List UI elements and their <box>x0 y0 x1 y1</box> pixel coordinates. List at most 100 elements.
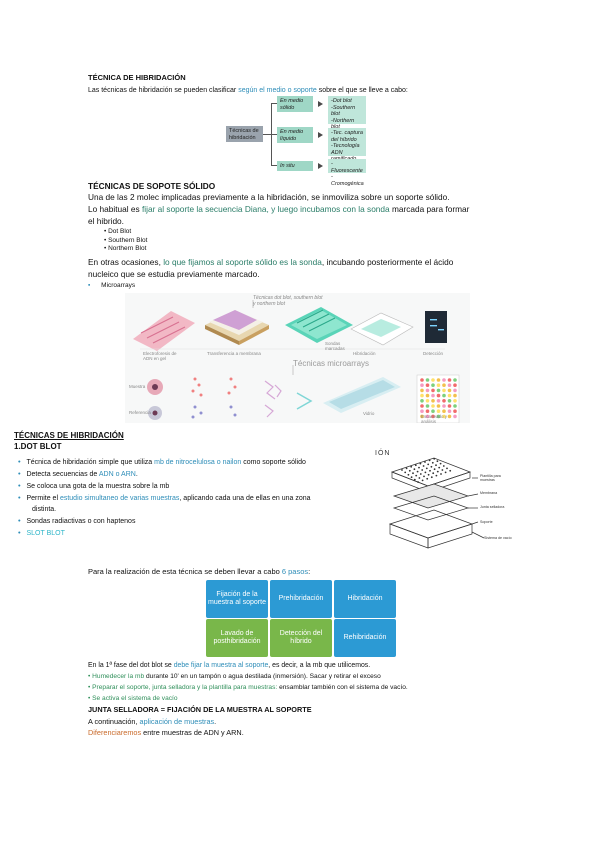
techniques-figure: Técnicas dot blot, southern blot y north… <box>125 293 470 424</box>
techniques-illustration <box>125 293 470 424</box>
result-insitu-box: -Fluorescente -Cromogénica <box>328 159 366 187</box>
label-junta: Junta selladora <box>480 505 505 509</box>
continuation-line: A continuación, aplicación de muestras. <box>88 717 217 726</box>
microarray-spot <box>436 414 441 419</box>
root-box: Técnicas de hibridación <box>226 126 263 142</box>
plate-well <box>422 465 425 467</box>
phase-bullet3: • Se activa el sistema de vacío <box>88 695 178 702</box>
plate-well <box>446 467 448 470</box>
microarray-spot <box>420 393 424 398</box>
plate-well <box>410 476 413 479</box>
arrow-icon <box>318 132 323 138</box>
plate-well <box>421 469 424 471</box>
figure-top-caption: Técnicas dot blot, southern blot y north… <box>253 295 323 307</box>
label-slide: Vidrio <box>363 411 375 416</box>
list-item: • Permite el estudio simultaneo de varia… <box>18 493 311 502</box>
plate-well <box>431 461 434 464</box>
microarray-spots <box>420 378 457 419</box>
microarray-spot <box>436 393 441 398</box>
list-item: • Dot Blot <box>104 228 132 235</box>
microarray-spot <box>420 383 424 387</box>
microarray-spot <box>442 409 446 413</box>
microarray-spot <box>431 404 435 408</box>
dotblot-list: • Técnica de hibridación simple que util… <box>18 456 311 539</box>
label-sample: Muestra <box>129 384 146 389</box>
plate-well <box>421 479 424 482</box>
plate-well <box>433 457 436 460</box>
microarray-spot <box>431 383 435 387</box>
plate-well <box>444 471 447 474</box>
label-ref: Referencia <box>129 410 151 415</box>
plate-well <box>413 478 416 481</box>
label-electro: Electroforesis de ADN en gel <box>143 351 177 361</box>
microarray-spot <box>453 378 457 382</box>
plate-well <box>425 467 428 470</box>
step-prehibridacion: Prehibridación <box>270 580 332 618</box>
plate-well <box>413 468 416 471</box>
steps-intro: Para la realización de esta técnica se d… <box>88 567 311 576</box>
hybrid-title: TÉCNICAS DE HIBRIDACIÓN <box>14 431 124 440</box>
microarray-spot <box>453 388 457 393</box>
plate-well <box>415 474 418 477</box>
plate-well <box>440 473 442 475</box>
microarray-spot <box>425 383 430 387</box>
microarray-spot <box>420 414 424 419</box>
label-scan: Escaneado y análisis <box>421 414 448 424</box>
plate-well <box>426 477 429 480</box>
plate-well <box>414 464 417 467</box>
phase-bullet1: • Humedecer la mb durante 10' en un tamp… <box>88 673 381 680</box>
step-rehibridacion: Rehibridación <box>334 619 396 657</box>
plate-well <box>427 463 430 466</box>
microarray-spot <box>425 399 430 403</box>
label-transfer: Transferencia a membrana <box>207 351 261 356</box>
plate-well <box>408 469 411 472</box>
microarray-spot <box>425 393 430 398</box>
microarray-spot <box>425 378 430 382</box>
apparatus-header: IÓN <box>375 450 391 457</box>
plate-well <box>438 466 441 469</box>
microarray-spot <box>436 388 441 393</box>
microarray-spot <box>425 388 430 393</box>
label-detect: Detección <box>423 351 444 356</box>
microarray-spot <box>453 414 457 419</box>
plate-well <box>430 465 433 468</box>
list-item: • Northern Blot <box>104 245 147 252</box>
list-item: • Detecta secuencias de ADN o ARN. <box>18 469 138 478</box>
label-plantilla: Plantilla para muestras <box>480 474 501 482</box>
microarray-spot <box>447 399 452 403</box>
result-liquid-box: -Tec. captura del híbrido -Tecnología AD… <box>328 128 366 162</box>
medium-liquid-box: En medio líquido <box>277 127 313 143</box>
plate-well <box>429 469 431 472</box>
step-fijacion: Fijación de la muestra al soporte <box>206 580 268 618</box>
microarray-spot <box>447 388 452 393</box>
list-item: • Southern Blot <box>104 236 148 244</box>
intro-text: Las técnicas de hibridación se pueden cl… <box>88 87 408 94</box>
microarray-spot <box>420 399 424 403</box>
classification-diagram: Técnicas de hibridación En medio sólido … <box>226 96 464 187</box>
plate-well <box>435 474 438 477</box>
plate-well <box>436 460 439 463</box>
plate-well <box>416 470 419 473</box>
plate-well <box>424 461 426 463</box>
plate-well <box>412 472 414 475</box>
plate-well <box>404 471 407 474</box>
plate-well <box>401 469 403 471</box>
solid-line2: Lo habitual es fijar al soporte la secue… <box>88 204 470 214</box>
microarray-spot <box>447 378 452 382</box>
microarray-spot <box>420 388 424 393</box>
step-deteccion: Detección del híbrido <box>270 619 332 657</box>
microarray-spot <box>436 383 441 387</box>
label-probes: Sondas marcadas <box>325 341 345 351</box>
dotblot-apparatus-figure: IÓN Plantilla para muestras Membrana Jun… <box>372 450 514 562</box>
label-hybrid: Hibridación <box>353 351 376 356</box>
plate-well <box>407 473 410 476</box>
microarray-spot <box>453 409 457 413</box>
junta-heading: JUNTA SELLADORA = FIJACIÓN DE LA MUESTRA… <box>88 705 312 714</box>
plate-well <box>428 459 431 462</box>
microarray-spot <box>436 399 441 403</box>
plate-well <box>418 466 420 469</box>
microarray-spot <box>431 414 435 419</box>
blot-list: • Dot Blot • Southern Blot • Northern Bl… <box>104 228 147 254</box>
arrow-icon <box>318 101 323 107</box>
solid-line1: Una de las 2 molec implicadas previament… <box>88 192 450 202</box>
